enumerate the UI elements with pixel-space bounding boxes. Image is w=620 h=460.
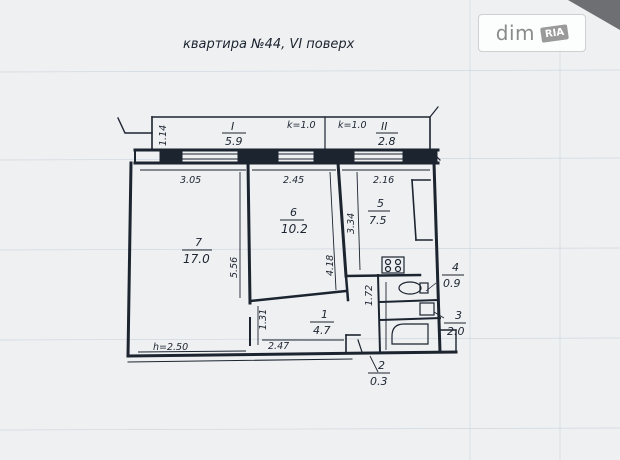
dim-width-room6: 2.45	[283, 175, 304, 186]
room-area-5: 7.5	[369, 214, 387, 227]
balcony-coef-I: k=1.0	[287, 120, 316, 131]
room-area-3: 2.0	[447, 325, 465, 338]
dim-width-room7: 3.05	[180, 175, 201, 186]
dim-width-room5: 2.16	[373, 175, 394, 186]
room-area-7: 17.0	[183, 252, 210, 266]
dimria-watermark: dim RIA	[478, 14, 586, 52]
room-label-1: 1	[321, 308, 328, 321]
room-label-7: 7	[195, 236, 202, 249]
dim-hall-width: 2.47	[268, 341, 289, 352]
fixtures	[381, 256, 435, 345]
sink	[419, 302, 435, 316]
room-area-4: 0.9	[443, 277, 461, 290]
dim-ceiling-height: h=2.50	[153, 342, 188, 353]
watermark-brand: dim	[495, 21, 536, 45]
dimension-lines	[137, 169, 430, 373]
room-label-I: I	[231, 120, 234, 133]
bathtub	[391, 323, 429, 345]
room-label-2: 2	[378, 359, 385, 372]
room-label-II: II	[381, 120, 388, 133]
windows	[159, 150, 438, 163]
room-label-6: 6	[290, 206, 297, 219]
dim-height-room6: 4.18	[325, 255, 336, 276]
stove	[381, 256, 405, 274]
dim-hall-depth: 1.31	[258, 309, 269, 330]
toilet	[398, 281, 422, 295]
room-label-4: 4	[452, 261, 459, 274]
room-area-II: 2.8	[378, 135, 396, 148]
room-label-5: 5	[377, 197, 384, 210]
room-area-1: 4.7	[313, 324, 331, 337]
dim-height-room7: 5.56	[229, 257, 240, 278]
dim-balcony-depth: 1.14	[158, 125, 169, 146]
room-area-2: 0.3	[370, 375, 388, 388]
watermark-badge: RIA	[540, 23, 570, 43]
balcony-coef-II: k=1.0	[338, 120, 367, 131]
dim-height-room5: 3.34	[346, 213, 357, 234]
dim-wc-height: 1.72	[364, 285, 375, 306]
room-area-I: 5.9	[225, 135, 243, 148]
room-label-3: 3	[455, 309, 462, 322]
walls	[117, 106, 458, 363]
plan-title: квартира №44, VI поверх	[183, 37, 355, 52]
room-area-6: 10.2	[281, 222, 308, 236]
